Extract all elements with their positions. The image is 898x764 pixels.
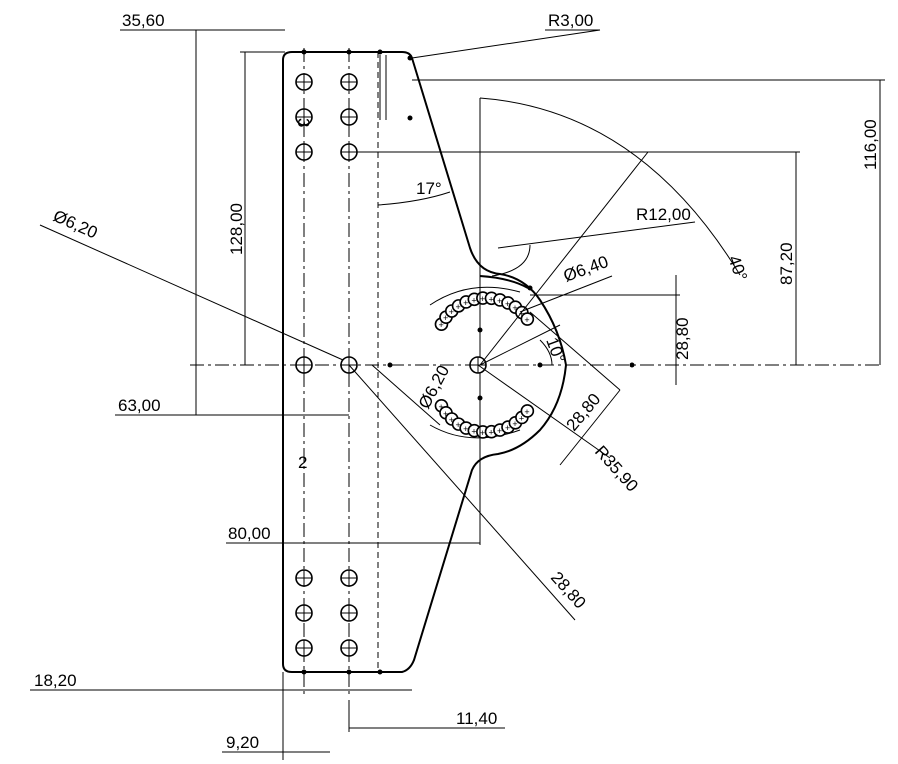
svg-text:+: + — [497, 296, 502, 306]
dim-r35-90: R35,90 — [591, 442, 642, 495]
svg-text:+: + — [488, 428, 493, 438]
lower-slot-beads: +++++++++++++ — [434, 398, 535, 439]
svg-text:+: + — [488, 294, 493, 304]
svg-text:+: + — [471, 427, 476, 437]
svg-text:+: + — [471, 295, 476, 305]
dim-r3: R3,00 — [548, 11, 593, 30]
svg-text:+: + — [512, 419, 517, 429]
dim-dia640: Ø6,40 — [561, 252, 611, 286]
bend-label-top: 3 — [294, 118, 313, 127]
dim-18-20: 18,20 — [34, 671, 77, 690]
flange-note — [379, 55, 387, 120]
svg-text:+: + — [497, 426, 502, 436]
bend-label-mid: 2 — [298, 453, 307, 472]
dim-35-60: 35,60 — [122, 11, 165, 30]
dim-63: 63,00 — [118, 396, 161, 415]
svg-text:+: + — [449, 307, 454, 317]
point-markers — [301, 49, 635, 675]
svg-text:+: + — [480, 428, 485, 438]
svg-text:+: + — [449, 415, 454, 425]
svg-text:+: + — [512, 303, 517, 313]
svg-text:+: + — [463, 298, 468, 308]
dim-116: 116,00 — [861, 119, 880, 170]
svg-text:+: + — [438, 320, 443, 330]
svg-text:+: + — [524, 315, 529, 325]
dimension-text: 35,60 R3,00 116,00 128,00 87,20 28,80 Ø6… — [34, 11, 880, 752]
dimension-lines — [30, 29, 885, 760]
dim-40-deg: 40° — [724, 253, 751, 284]
dim-28-80-diagonal: 28,80 — [547, 568, 590, 612]
svg-text:+: + — [524, 407, 529, 417]
svg-text:+: + — [456, 420, 461, 430]
svg-text:+: + — [456, 302, 461, 312]
dim-128: 128,00 — [227, 203, 246, 255]
upper-slot-beads: +++++++++++++ — [434, 291, 535, 332]
dim-11-40: 11,40 — [456, 709, 497, 728]
dim-17-deg: 17° — [416, 179, 442, 198]
part-outline — [282, 51, 568, 673]
center-lines — [190, 48, 880, 698]
svg-text:+: + — [438, 402, 443, 412]
svg-text:+: + — [505, 299, 510, 309]
svg-text:+: + — [505, 423, 510, 433]
dim-87-20: 87,20 — [777, 242, 796, 285]
svg-text:+: + — [519, 309, 524, 319]
dim-28-80-right: 28,80 — [673, 317, 692, 360]
svg-text:+: + — [463, 424, 468, 434]
svg-text:+: + — [443, 409, 448, 419]
dim-r12: R12,00 — [636, 205, 691, 224]
dim-28-80-lower: 28,80 — [563, 390, 605, 435]
svg-text:+: + — [519, 413, 524, 423]
svg-text:+: + — [480, 294, 485, 304]
dim-9-20: 9,20 — [226, 733, 259, 752]
svg-text:+: + — [443, 313, 448, 323]
dim-80: 80,00 — [228, 524, 271, 543]
dim-dia620-a: Ø6,20 — [50, 206, 100, 242]
